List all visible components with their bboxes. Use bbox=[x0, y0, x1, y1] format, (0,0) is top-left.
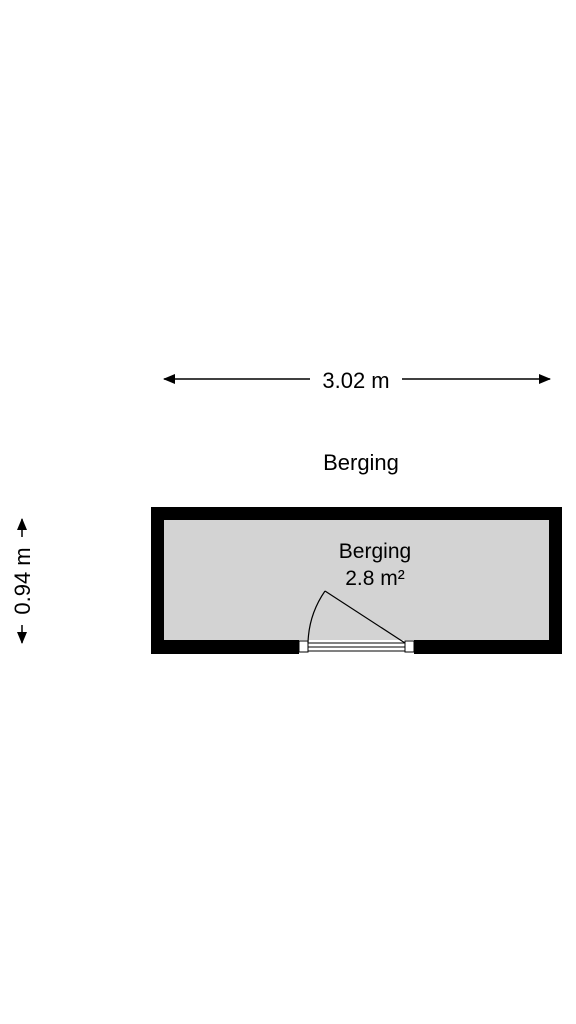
door-swing-arc bbox=[307, 590, 326, 644]
door-jamb-right bbox=[404, 640, 415, 653]
width-dimension-label: 3.02 m bbox=[322, 368, 389, 393]
depth-dimension-label: 0.94 m bbox=[10, 547, 35, 614]
width-dimension: 3.02 m bbox=[163, 368, 551, 393]
room-name: Berging bbox=[339, 540, 411, 563]
door bbox=[298, 590, 415, 654]
depth-dimension: 0.94 m bbox=[10, 518, 35, 644]
door-jamb-left bbox=[298, 640, 309, 653]
room-storage: Berging 2.8 m² bbox=[151, 507, 562, 654]
room-area: 2.8 m² bbox=[345, 567, 405, 590]
room-floor bbox=[164, 520, 549, 640]
door-leaf bbox=[324, 590, 406, 644]
floor-title: Berging bbox=[323, 450, 399, 475]
